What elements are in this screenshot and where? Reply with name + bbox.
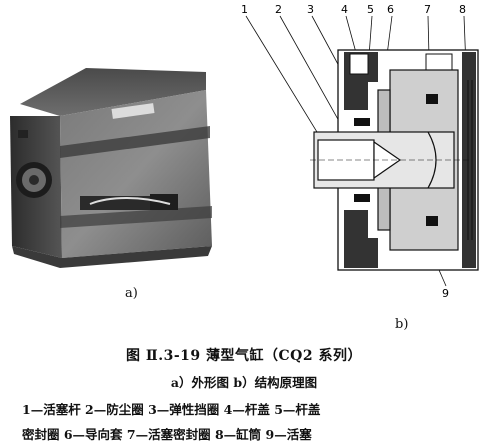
figure-a-label: a) [125,286,138,301]
callout-4: 4 [341,3,348,16]
callout-7: 7 [424,3,431,16]
legend-line-2: 密封圈 6—导向套 7—活塞密封圈 8—缸筒 9—活塞 [22,427,312,442]
cylinder-photo [0,46,236,282]
figure-caption-subtitle: a）外形图 b）结构原理图 [170,375,318,390]
callout-9: 9 [442,287,449,300]
callout-3: 3 [307,3,314,16]
cylinder-cross-section-diagram: 1 2 3 4 5 6 7 8 9 [240,0,488,305]
callout-5: 5 [367,3,374,16]
figure-caption-title: 图 Ⅱ.3-19 薄型气缸（CQ2 系列） [126,348,362,364]
figure-b-label: b) [395,317,409,332]
callout-2: 2 [275,3,282,16]
callout-6: 6 [387,3,394,16]
callout-8: 8 [459,3,466,16]
callout-1: 1 [241,3,248,16]
legend-line-1: 1—活塞杆 2—防尘圈 3—弹性挡圈 4—杆盖 5—杆盖 [22,402,321,417]
